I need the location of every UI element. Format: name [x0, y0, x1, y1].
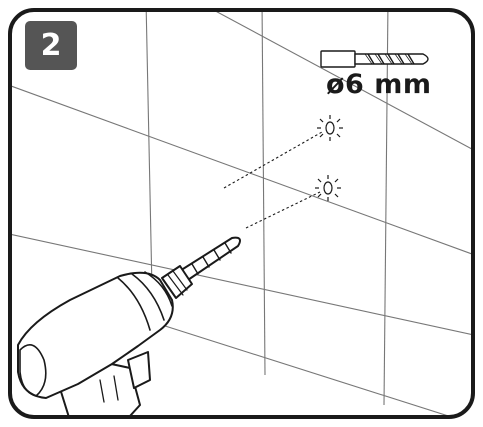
- step-number: 2: [40, 27, 62, 63]
- step-badge: 2: [25, 21, 77, 70]
- drill-hole-marker-icon: [315, 175, 341, 201]
- drill-hole-marker-icon: [317, 115, 343, 141]
- alignment-guide-lines: [223, 131, 323, 229]
- drill-icon: [17, 236, 241, 417]
- panel-border: [8, 8, 475, 419]
- drill-bit-size-label: ø6 mm: [326, 69, 432, 100]
- drill-bit-icon: [320, 50, 429, 68]
